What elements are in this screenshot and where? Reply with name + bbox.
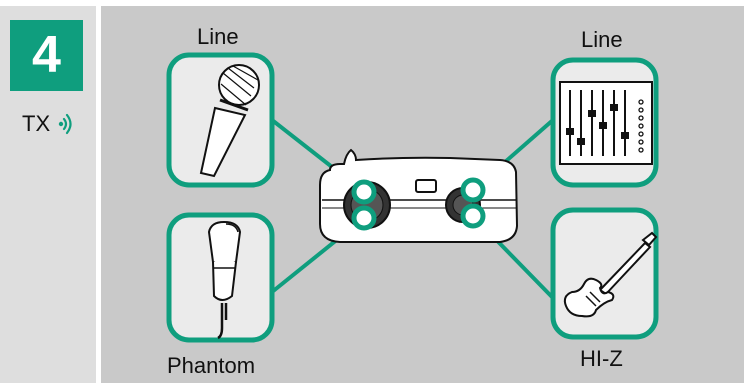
transmitter-device-icon [319,148,519,243]
handheld-mic-icon [199,64,260,178]
guitar-box [550,207,659,340]
dot-jack-top [460,177,486,203]
mixer-icon [559,81,653,165]
dot-xlr-bottom [351,205,377,231]
mic-phantom-label: Phantom [167,353,256,378]
tx-indicator: TX [22,110,74,137]
tx-label: TX [22,111,51,137]
radio-waves-icon [59,114,72,135]
dot-jack-bottom [460,203,486,229]
guitar-hiz-label: HI-Z [580,346,623,371]
mic-line-label: Line [197,24,239,49]
step-number-badge: 4 [10,20,83,91]
condenser-mic-icon [207,220,242,340]
side-panel: 4 TX [0,6,96,383]
mixer-box [550,57,659,188]
connector-dots [351,177,486,231]
dot-xlr-top [351,179,377,205]
guitar-icon [563,231,658,318]
condenser-mic-box [166,212,275,343]
mixer-line-label: Line [581,27,623,52]
handheld-mic-box [166,52,275,188]
